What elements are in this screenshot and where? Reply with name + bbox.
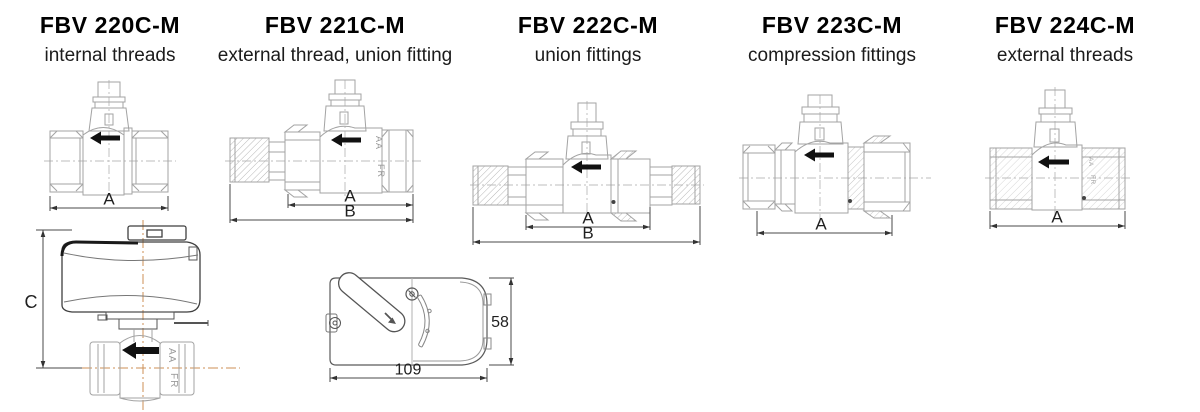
dim-label-c: C xyxy=(25,292,38,312)
dimension-a xyxy=(49,196,169,211)
flow-direction-arrow-icon xyxy=(90,131,120,145)
dim-label-a: A xyxy=(582,209,594,228)
actuator-top-view: 109 58 xyxy=(325,272,514,382)
dim-label-a: A xyxy=(344,187,356,206)
centerlines-orange xyxy=(82,220,240,412)
valve-outline xyxy=(89,329,195,402)
valve-drawing-union-fittings: A B xyxy=(470,101,704,245)
body-marking-fr: FR xyxy=(376,164,386,178)
dimension-c xyxy=(36,229,82,369)
dim-label-58: 58 xyxy=(491,314,509,331)
valve-drawing-compression-fittings: A xyxy=(739,94,931,236)
centerlines xyxy=(470,101,704,221)
manual-override-lever xyxy=(337,272,406,333)
dimension-a xyxy=(989,211,1126,229)
valve-outline xyxy=(989,89,1126,211)
valve-outline xyxy=(742,94,911,219)
flow-direction-arrow-icon xyxy=(1038,155,1069,169)
product-subtitle: external threads xyxy=(996,45,1134,67)
flow-direction-arrow-icon xyxy=(571,160,601,174)
valve-drawing-external-threads: AA FR A xyxy=(985,87,1133,229)
dimension-a xyxy=(287,194,414,223)
product-model: FBV 224C-M xyxy=(994,12,1136,38)
product-header-fbv-221c-m: FBV 221C-M external thread, union fittin… xyxy=(215,12,455,67)
product-model: FBV 220C-M xyxy=(39,12,181,38)
body-marking-aa: AA xyxy=(374,136,384,150)
product-header-fbv-220c-m: FBV 220C-M internal threads xyxy=(0,12,220,67)
product-header-fbv-224c-m: FBV 224C-M external threads xyxy=(945,12,1185,67)
valve-drawing-internal-threads: A xyxy=(44,80,176,211)
centerlines xyxy=(739,95,931,227)
valve-outline xyxy=(49,81,169,196)
dim-label-a: A xyxy=(1051,208,1063,227)
dimension-width xyxy=(329,368,488,382)
valve-outline xyxy=(472,102,701,222)
product-header-fbv-222c-m: FBV 222C-M union fittings xyxy=(468,12,708,67)
actuator-housing xyxy=(325,277,492,366)
body-marking-fr: FR xyxy=(168,373,179,388)
dim-label-109: 109 xyxy=(395,362,422,379)
flow-direction-arrow-icon xyxy=(122,342,159,359)
product-subtitle: internal threads xyxy=(44,45,176,67)
product-subtitle: compression fittings xyxy=(748,45,916,67)
actuator-outline xyxy=(60,225,201,313)
dim-label-b: B xyxy=(344,202,355,221)
flow-direction-arrow-icon xyxy=(804,148,834,162)
dim-label-a: A xyxy=(103,190,115,209)
product-subtitle: union fittings xyxy=(534,45,642,67)
position-indicator xyxy=(405,287,432,348)
dimension-b xyxy=(472,206,701,245)
actuator-valve-side-view: AA FR C xyxy=(25,220,240,412)
actuator-detail-lines xyxy=(63,252,209,330)
body-marking-aa: AA xyxy=(1087,157,1094,167)
dimension-height xyxy=(489,277,514,366)
body-marking-aa: AA xyxy=(166,348,177,363)
product-model: FBV 221C-M xyxy=(264,12,406,38)
lever-arrow-icon xyxy=(388,317,396,324)
dimension-a xyxy=(525,207,651,230)
product-model: FBV 223C-M xyxy=(761,12,903,38)
dim-label-a: A xyxy=(815,215,827,234)
product-model: FBV 222C-M xyxy=(517,12,659,38)
dimension-b xyxy=(229,184,413,223)
dimension-a xyxy=(756,211,893,236)
product-header-fbv-223c-m: FBV 223C-M compression fittings xyxy=(712,12,952,67)
dim-label-b: B xyxy=(582,224,593,243)
flow-direction-arrow-icon xyxy=(331,133,361,147)
valve-outline xyxy=(229,79,414,198)
product-subtitle: external thread, union fitting xyxy=(217,45,453,67)
body-marking-fr: FR xyxy=(1089,175,1096,185)
valve-drawing-external-thread-union: AA FR A B xyxy=(225,79,421,223)
